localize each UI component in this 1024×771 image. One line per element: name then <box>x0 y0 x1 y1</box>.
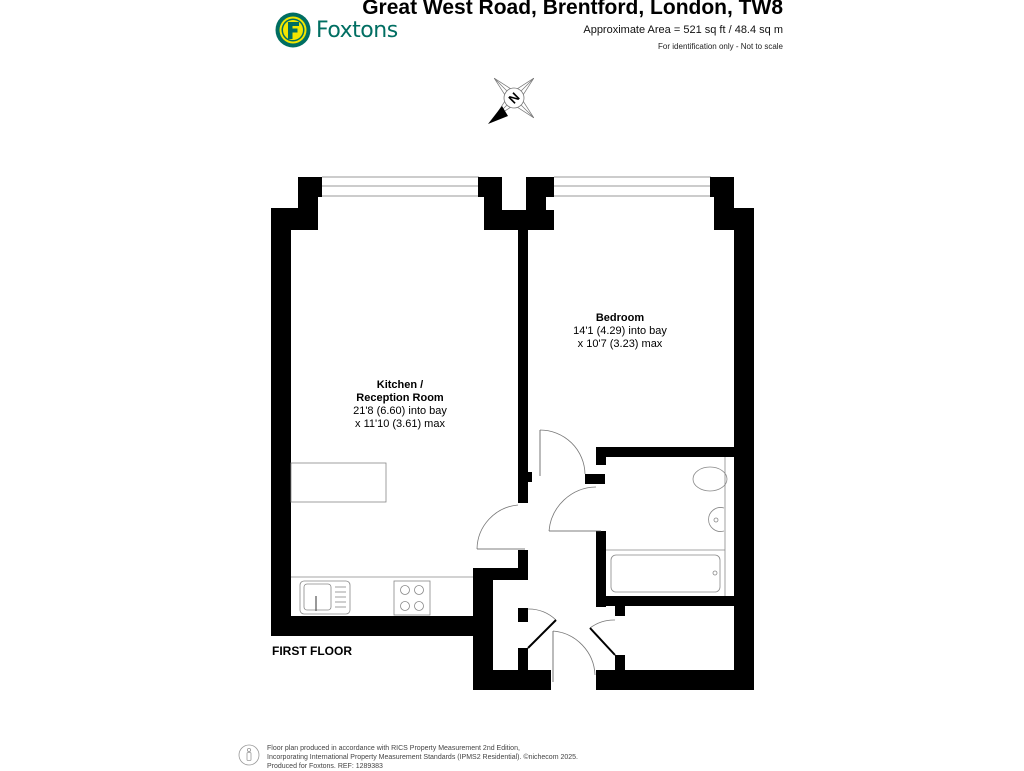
room-dimension: 14'1 (4.29) into bay <box>573 325 667 337</box>
room-label-kitchen-reception: Kitchen / Reception Room 21'8 (6.60) int… <box>330 379 470 431</box>
basin-icon <box>708 507 725 532</box>
approximate-area: Approximate Area = 521 sq ft / 48.4 sq m <box>583 24 783 36</box>
doors <box>476 429 616 682</box>
room-name: Reception Room <box>356 392 444 404</box>
floor-label: FIRST FLOOR <box>272 644 352 658</box>
windows <box>322 176 711 197</box>
kitchen-fixtures <box>290 462 473 616</box>
sink-icon <box>299 580 351 615</box>
footer-line: Floor plan produced in accordance with R… <box>267 745 520 752</box>
measurement-person-icon <box>238 744 260 766</box>
footer-line: Incorporating International Property Mea… <box>267 754 578 761</box>
room-name: Kitchen / <box>376 379 424 391</box>
room-label-bedroom: Bedroom 14'1 (4.29) into bay x 10'7 (3.2… <box>550 312 690 351</box>
room-dimension: x 10'7 (3.23) max <box>577 338 663 350</box>
property-address-title: Great West Road, Brentford, London, TW8 <box>362 0 783 19</box>
foxtons-logo: Foxtons <box>275 12 398 48</box>
footer: Floor plan produced in accordance with R… <box>238 744 578 771</box>
north-compass-icon: N <box>488 77 535 124</box>
room-dimension: x 11'10 (3.61) max <box>355 418 445 430</box>
identification-note: For identification only - Not to scale <box>658 42 783 51</box>
room-name: Bedroom <box>595 312 645 324</box>
brand-name: Foxtons <box>316 17 398 43</box>
footer-line: Produced for Foxtons. REF: 1289383 <box>267 763 383 770</box>
hob-icon <box>393 580 431 616</box>
foxtons-badge-icon <box>275 12 311 48</box>
walls <box>271 177 754 690</box>
bathroom-fixtures <box>606 457 728 596</box>
toilet-icon <box>692 466 728 492</box>
bath-icon <box>610 554 721 593</box>
room-dimension: 21'8 (6.60) into bay <box>353 405 447 417</box>
